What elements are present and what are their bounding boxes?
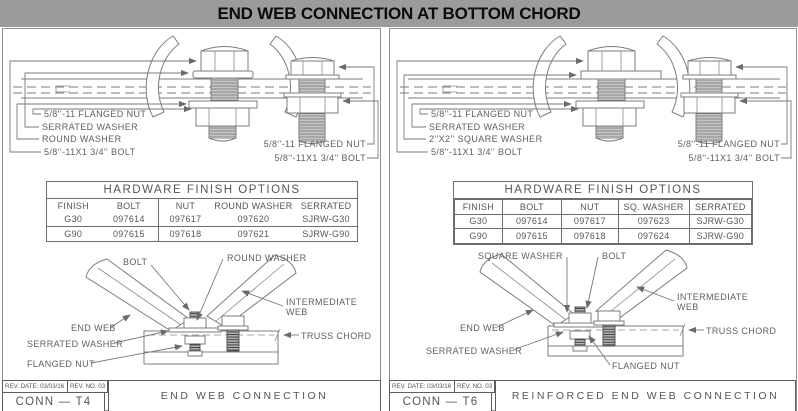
callout-serrated-washer: SERRATED WASHER [42,122,139,132]
connection-id: CONN — T6 [389,392,492,411]
hardware-finish-table: HARDWARE FINISH OPTIONS FINISH BOLT NUT … [46,181,358,242]
callout-bolt: 5/8''-11X1 3/4'' BOLT [44,147,136,157]
table-cell: 097615 [99,226,160,241]
table-cell: 097614 [501,213,563,229]
table-cell: 097617 [158,212,212,227]
label-serrated-washer: SERRATED WASHER [426,346,523,356]
label-truss-chord: TRUSS CHORD [706,326,777,336]
table-cell: 097621 [237,228,270,239]
table-header: ROUND WASHER [214,200,293,211]
table-cell: 097618 [561,228,619,244]
page-title: END WEB CONNECTION AT BOTTOM CHORD [0,0,798,27]
reinforced-end-web-connection-drawing [396,35,792,366]
label-truss-chord: TRUSS CHORD [301,331,372,341]
label-flanged-nut: FLANGED NUT [612,361,680,371]
table-cell: SJRW-G90 [688,228,753,244]
table-header-row: FINISH BOLT NUT ROUND WASHER SERRATED [47,199,357,213]
table-header: NUT [175,200,196,211]
table-cell: 097617 [561,213,619,229]
label-intermediate-web: INTERMEDIATE WEB [286,297,358,318]
drawing-name: END WEB CONNECTION [108,380,381,411]
hardware-finish-table: HARDWARE FINISH OPTIONS FINISH BOLT NUT … [453,181,753,245]
callout-square-washer: 2''X2'' SQUARE WASHER [429,134,543,144]
table-cell: 097618 [169,228,202,239]
panel-end-web-connection: 5/8''-11 FLANGED NUT SERRATED WASHER ROU… [2,28,381,411]
table-title: HARDWARE FINISH OPTIONS [47,182,357,199]
label-end-web: END WEB [460,323,505,333]
label-round-washer: ROUND WASHER [227,253,307,263]
label-square-washer: SQUARE WASHER [478,251,563,261]
table-cell: 097623 [617,213,690,229]
table-cell: 097620 [211,212,296,227]
table-header: BOLT [99,199,160,213]
callout-bolt: 5/8''-11X1 3/4'' BOLT [431,147,523,157]
table-header: SERRATED [300,200,352,211]
table-cell: 097614 [99,212,160,227]
drawing-name: REINFORCED END WEB CONNECTION [495,380,796,411]
table-cell: G90 [64,228,83,239]
table-row: G30 097614 097617 097620 SJRW-G30 [47,212,357,227]
end-web-connection-drawing [9,35,379,365]
table-row: G30 097614 097617 097623 SJRW-G30 [454,213,753,229]
table-header-row: FINISH BOLT NUT SQ. WASHER SERRATED [454,199,753,215]
table-header: BOLT [501,199,563,215]
table-cell: G90 [454,228,503,244]
title-block: REV. DATE: 03/03/16 REV. NO. 03 CONN — T… [389,380,797,411]
callout-flanged-nut-2: 5/8''-11 FLANGED NUT [263,139,366,149]
table-header: FINISH [454,199,503,215]
label-bolt: BOLT [602,251,627,261]
callout-bolt-2: 5/8''-11X1 3/4'' BOLT [274,153,366,163]
table-row: G90 097615 097618 097621 SJRW-G90 [47,226,357,241]
callout-round-washer: ROUND WASHER [42,134,122,144]
callout-flanged-nut: 5/8''-11 FLANGED NUT [44,109,147,119]
label-flanged-nut: FLANGED NUT [27,359,95,369]
callout-flanged-nut-2: 5/8''-11 FLANGED NUT [677,139,780,149]
table-header: SERRATED [688,199,753,215]
table-cell: SJRW-G90 [302,228,350,239]
label-bolt: BOLT [123,257,148,267]
table-cell: G30 [47,212,100,227]
table-cell: 097615 [501,228,563,244]
connection-id: CONN — T4 [2,392,105,411]
table-row: G90 097615 097618 097624 SJRW-G90 [454,228,753,244]
label-end-web: END WEB [71,323,116,333]
table-cell: SJRW-G30 [295,212,357,227]
table-header: SQ. WASHER [617,199,690,215]
table-header: FINISH [57,200,89,211]
callout-flanged-nut: 5/8''-11 FLANGED NUT [431,109,534,119]
table-title: HARDWARE FINISH OPTIONS [454,182,752,199]
title-block: REV. DATE: 03/03/16 REV. NO. 03 CONN — T… [2,380,381,411]
table-cell: G30 [454,213,503,229]
panel-reinforced-end-web-connection: 5/8''-11 FLANGED NUT SERRATED WASHER 2''… [389,28,797,411]
table-cell: SJRW-G30 [688,213,753,229]
callout-bolt-2: 5/8''-11X1 3/4'' BOLT [688,153,780,163]
callout-serrated-washer: SERRATED WASHER [429,122,526,132]
label-serrated-washer: SERRATED WASHER [27,339,124,349]
label-intermediate-web: INTERMEDIATE WEB [677,292,749,313]
table-cell: 097624 [617,228,690,244]
table-header: NUT [561,199,619,215]
